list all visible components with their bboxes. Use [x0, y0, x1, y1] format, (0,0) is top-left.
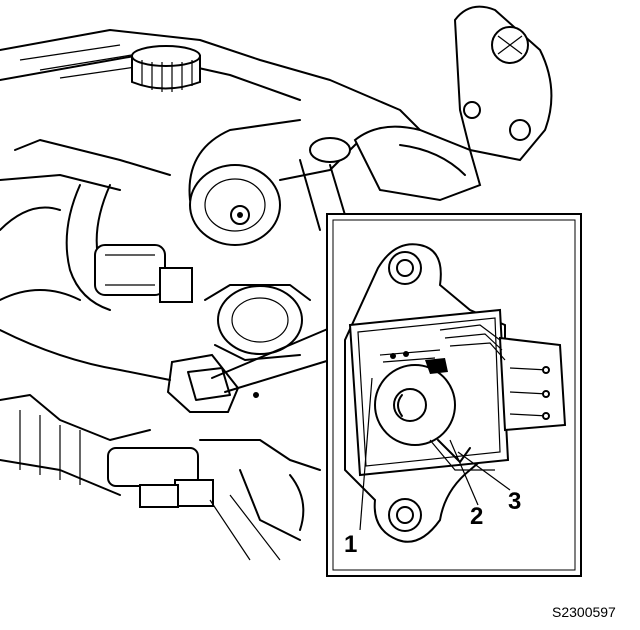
engine-background — [0, 5, 553, 561]
air-pump-body — [188, 119, 361, 246]
callout-2: 2 — [470, 503, 484, 530]
throttle-position-sensor-location — [166, 353, 259, 413]
throttle-body — [204, 284, 311, 361]
figure-id: S2300597 — [552, 604, 616, 620]
coolant-sensor — [107, 447, 214, 508]
engine-mount-bracket — [453, 5, 553, 162]
idle-air-valve — [94, 244, 193, 303]
oil-filler-cap — [131, 45, 201, 92]
sensor-connector — [439, 324, 567, 432]
sensor-inset-panel — [326, 213, 582, 577]
callout-3: 3 — [508, 488, 522, 515]
callout-1: 1 — [344, 531, 358, 558]
